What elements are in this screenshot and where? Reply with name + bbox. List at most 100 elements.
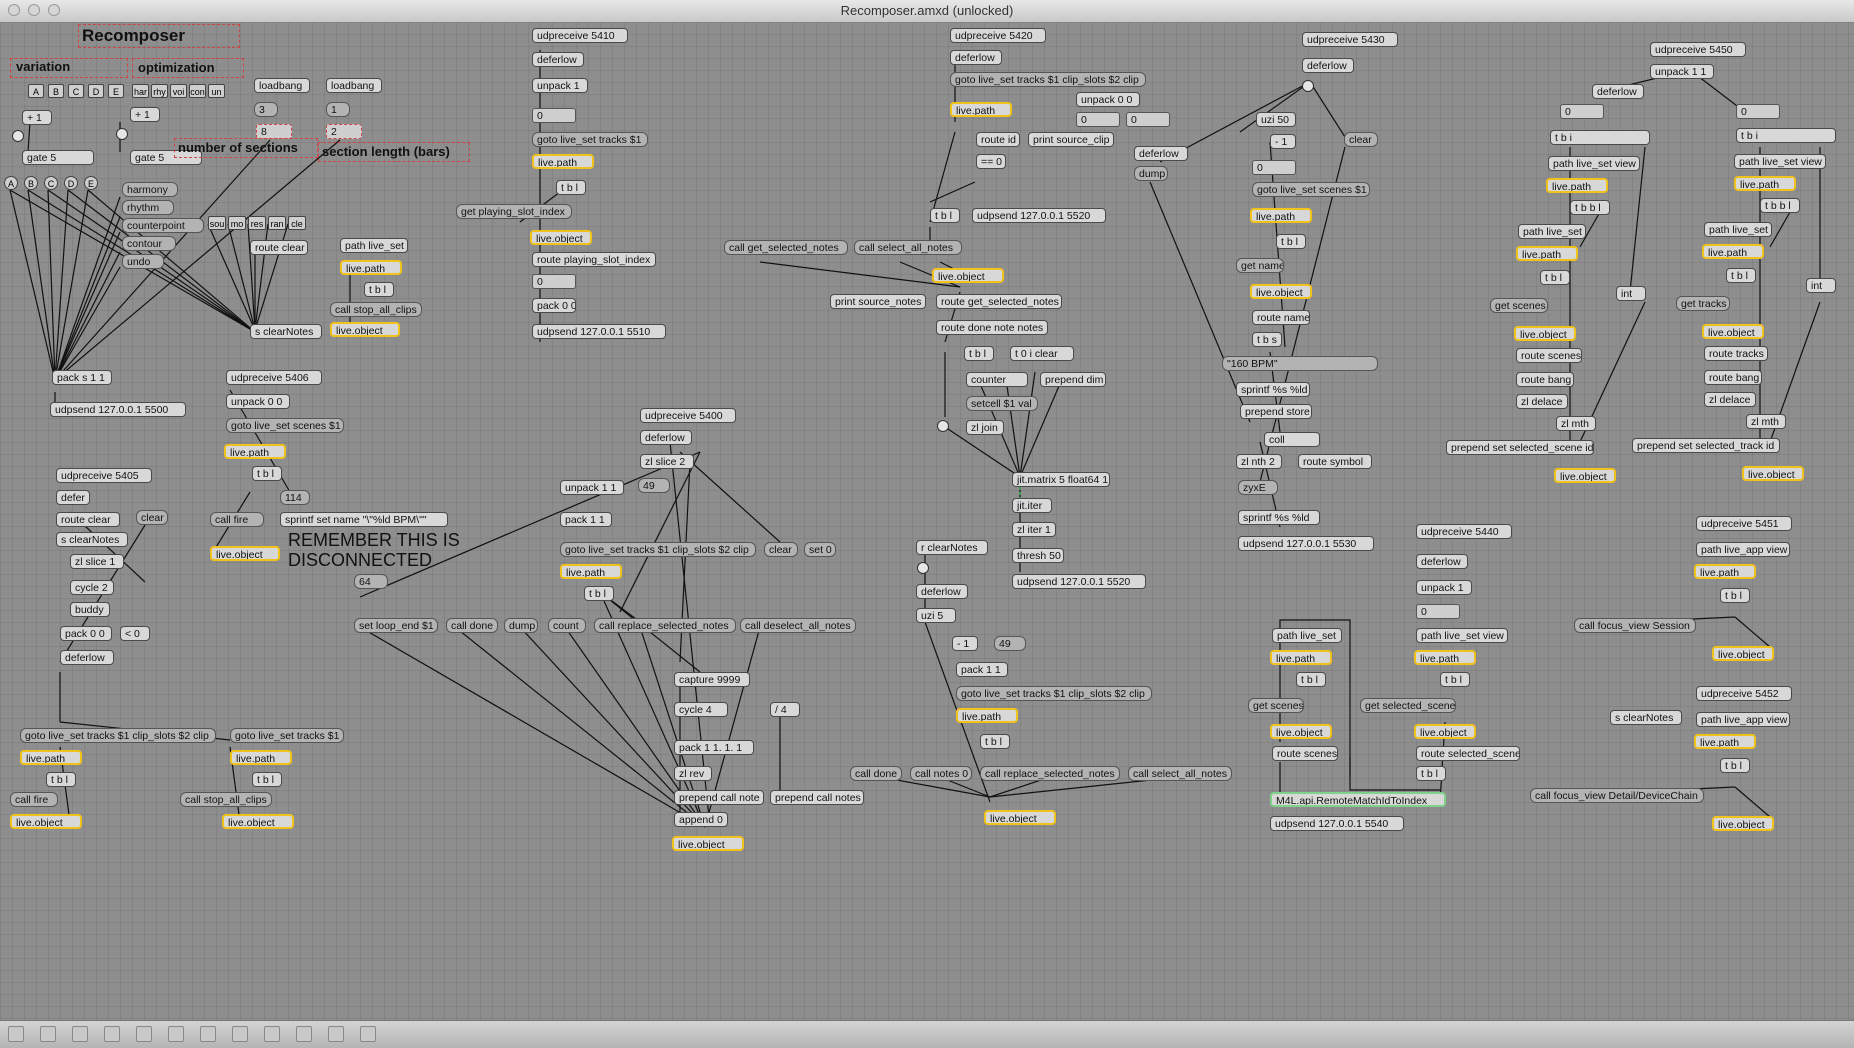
- route-playing-slot-index[interactable]: route playing_slot_index: [532, 252, 656, 267]
- gate-b[interactable]: gate 5: [130, 150, 202, 165]
- optimization-tab-0[interactable]: har: [132, 84, 149, 98]
- live-path-l[interactable]: live.path: [1546, 178, 1608, 193]
- path-live-set-view-a[interactable]: path live_set view: [1416, 628, 1508, 643]
- int-b[interactable]: int: [1806, 278, 1836, 293]
- unpack-1-1-c[interactable]: unpack 1 1: [1650, 64, 1714, 79]
- call-deselect-all-notes[interactable]: call deselect_all_notes: [740, 618, 856, 633]
- deferlow-5440[interactable]: deferlow: [1416, 554, 1468, 569]
- route-clear-a[interactable]: route clear: [250, 240, 308, 255]
- live-object-f[interactable]: live.object: [672, 836, 744, 851]
- pack-0-0-b[interactable]: pack 0 0: [532, 298, 576, 313]
- presentation-icon[interactable]: [40, 1026, 56, 1042]
- msg-49-a[interactable]: 49: [638, 478, 670, 493]
- udpsend-5500[interactable]: udpsend 127.0.0.1 5500: [50, 402, 186, 417]
- capture-9999[interactable]: capture 9999: [674, 672, 750, 687]
- contour-message[interactable]: contour: [122, 236, 176, 251]
- call-select-all-notes-b[interactable]: call select_all_notes: [1128, 766, 1232, 781]
- msg-114[interactable]: 114: [280, 490, 310, 505]
- deferlow-r[interactable]: deferlow: [916, 584, 968, 599]
- deferlow-5400[interactable]: deferlow: [640, 430, 692, 445]
- back-icon[interactable]: [264, 1026, 280, 1042]
- front-icon[interactable]: [232, 1026, 248, 1042]
- msg-64[interactable]: 64: [354, 574, 388, 589]
- call-focus-view-detail[interactable]: call focus_view Detail/DeviceChain: [1530, 788, 1704, 803]
- live-path-j[interactable]: live.path: [1270, 650, 1332, 665]
- path-live-app-view-a[interactable]: path live_app view: [1696, 542, 1790, 557]
- loadbang-2[interactable]: loadbang: [326, 78, 382, 93]
- route-id[interactable]: route id: [976, 132, 1020, 147]
- get-scenes-b[interactable]: get scenes: [1490, 298, 1548, 313]
- s-clearnotes-c[interactable]: s clearNotes: [1610, 710, 1682, 725]
- deferlow-5430[interactable]: deferlow: [1302, 58, 1354, 73]
- tbl-m[interactable]: t b l: [1416, 766, 1446, 781]
- msg-1[interactable]: 1: [326, 102, 350, 117]
- udpreceive-5451[interactable]: udpreceive 5451: [1696, 516, 1792, 531]
- tbl-q[interactable]: t b l: [1720, 758, 1750, 773]
- live-path-i[interactable]: live.path: [1250, 208, 1312, 223]
- pack-1-1-a[interactable]: pack 1 1: [560, 512, 612, 527]
- goto-clip-d[interactable]: goto live_set tracks $1 clip_slots $2 cl…: [956, 686, 1152, 701]
- equals-zero[interactable]: == 0: [976, 154, 1006, 169]
- cycle-4[interactable]: cycle 4: [674, 702, 728, 717]
- route-selected-scene[interactable]: route selected_scene: [1416, 746, 1520, 761]
- live-path-b[interactable]: live.path: [224, 444, 286, 459]
- target-tab-1[interactable]: mo: [228, 216, 246, 230]
- get-scenes-a[interactable]: get scenes: [1248, 698, 1304, 713]
- number-0-b[interactable]: 0: [532, 274, 576, 289]
- uzi-50[interactable]: uzi 50: [1256, 112, 1296, 127]
- call-select-all-notes-a[interactable]: call select_all_notes: [854, 240, 962, 255]
- add-object-icon[interactable]: [104, 1026, 120, 1042]
- route-scenes-b[interactable]: route scenes: [1516, 348, 1582, 363]
- zl-mth-a[interactable]: zl mth: [1556, 416, 1596, 431]
- msg-3[interactable]: 3: [254, 102, 278, 117]
- number-0-h[interactable]: 0: [1736, 104, 1780, 119]
- get-name[interactable]: get name: [1236, 258, 1284, 273]
- cycle-2[interactable]: cycle 2: [70, 580, 114, 595]
- live-path-g[interactable]: live.path: [950, 102, 1012, 117]
- live-path-q[interactable]: live.path: [1694, 734, 1756, 749]
- live-object-e[interactable]: live.object: [530, 230, 592, 245]
- udpsend-5540[interactable]: udpsend 127.0.0.1 5540: [1270, 816, 1404, 831]
- uzi-5[interactable]: uzi 5: [916, 608, 956, 623]
- set-loop-end[interactable]: set loop_end $1: [354, 618, 438, 633]
- defer-a[interactable]: defer: [56, 490, 90, 505]
- section-length-box[interactable]: 2: [326, 124, 362, 139]
- sprintf-s-ld-a[interactable]: sprintf %s %ld: [1236, 382, 1310, 397]
- path-live-set-a[interactable]: path live_set: [340, 238, 408, 253]
- unpack-1-1-a[interactable]: unpack 1 1: [560, 480, 624, 495]
- sprintf-s-ld-b[interactable]: sprintf %s %ld: [1238, 510, 1320, 525]
- jit-iter[interactable]: jit.iter: [1012, 498, 1052, 513]
- route-bang-b[interactable]: route bang: [1704, 370, 1762, 385]
- call-stop-all-clips-a[interactable]: call stop_all_clips: [330, 302, 422, 317]
- live-object-a[interactable]: live.object: [330, 322, 400, 337]
- get-playing-slot-index[interactable]: get playing_slot_index: [456, 204, 572, 219]
- optimization-tab-2[interactable]: voi: [170, 84, 187, 98]
- call-done-b[interactable]: call done: [850, 766, 902, 781]
- zl-delace-b[interactable]: zl delace: [1704, 392, 1756, 407]
- udpreceive-5430[interactable]: udpreceive 5430: [1302, 32, 1398, 47]
- pack-0-0-a[interactable]: pack 0 0: [60, 626, 112, 641]
- gate-out-4[interactable]: E: [84, 176, 98, 190]
- print-source-clip[interactable]: print source_clip: [1028, 132, 1114, 147]
- number-0-c[interactable]: 0: [1076, 112, 1120, 127]
- live-path-a[interactable]: live.path: [340, 260, 402, 275]
- set-0[interactable]: set 0: [804, 542, 836, 557]
- rhythm-message[interactable]: rhythm: [122, 200, 174, 215]
- gate-out-1[interactable]: B: [24, 176, 38, 190]
- deferlow-5450[interactable]: deferlow: [1592, 84, 1644, 99]
- dump-a[interactable]: dump: [504, 618, 538, 633]
- live-object-o[interactable]: live.object: [1742, 466, 1804, 481]
- variation-tab-0[interactable]: A: [28, 84, 44, 98]
- live-object-l[interactable]: live.object: [1514, 326, 1576, 341]
- bang-b[interactable]: [917, 562, 929, 574]
- udpsend-5510[interactable]: udpsend 127.0.0.1 5510: [532, 324, 666, 339]
- route-symbol[interactable]: route symbol: [1298, 454, 1372, 469]
- live-object-c[interactable]: live.object: [10, 814, 82, 829]
- udpreceive-5452[interactable]: udpreceive 5452: [1696, 686, 1792, 701]
- zl-rev[interactable]: zl rev: [674, 766, 712, 781]
- call-focus-view-session[interactable]: call focus_view Session: [1574, 618, 1696, 633]
- gate-out-3[interactable]: D: [64, 176, 78, 190]
- path-live-set-b[interactable]: path live_set: [1272, 628, 1342, 643]
- loadbang-1[interactable]: loadbang: [254, 78, 310, 93]
- tbbl-b[interactable]: t b b l: [1760, 198, 1800, 213]
